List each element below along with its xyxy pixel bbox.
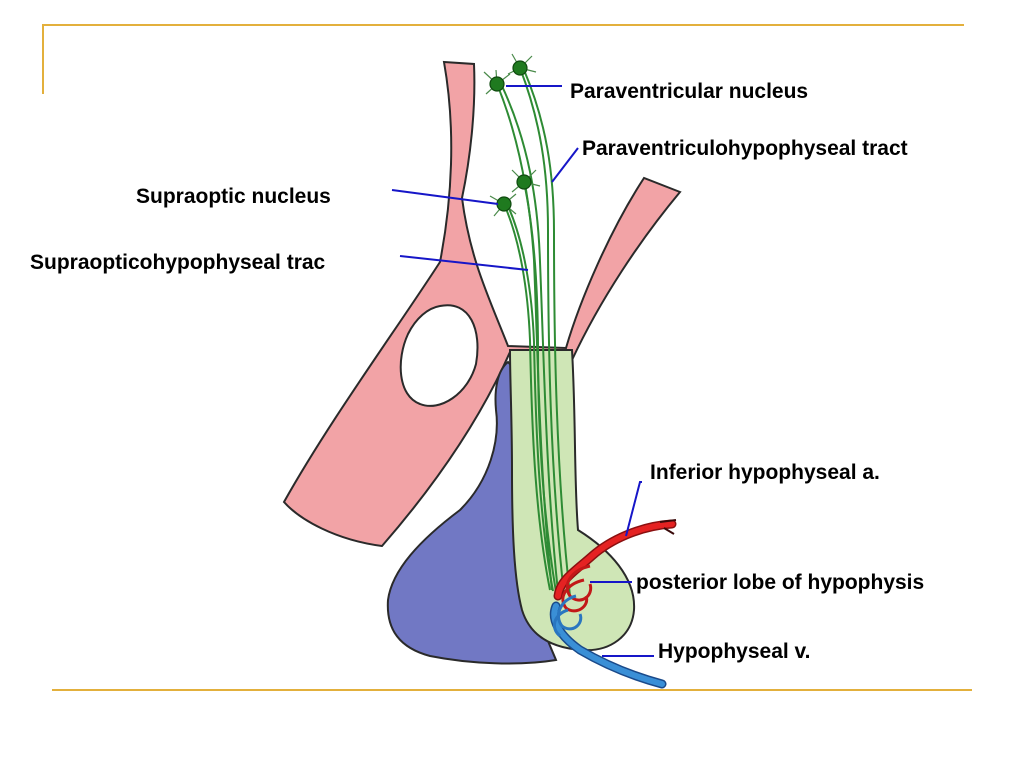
frame-top-rule bbox=[42, 24, 964, 26]
neuron-icon bbox=[511, 169, 541, 193]
label-paraventriculohypophyseal-tract: Paraventriculohypophyseal tract bbox=[582, 137, 908, 160]
hypothalamus-stalk bbox=[282, 60, 682, 548]
paraventricular-neurons bbox=[483, 53, 537, 95]
optic-opening bbox=[399, 304, 479, 407]
nerve-fiber-tracts bbox=[496, 67, 571, 597]
leader-supraoptic bbox=[391, 189, 499, 205]
neuron-icon bbox=[489, 193, 517, 217]
label-paraventricular-nucleus: Paraventricular nucleus bbox=[570, 80, 809, 103]
leader-inferior-artery bbox=[625, 481, 642, 537]
label-posterior-lobe: posterior lobe of hypophysis bbox=[636, 571, 925, 594]
label-supraopticohypophyseal-tract: Supraopticohypophyseal trac bbox=[30, 251, 326, 274]
neuron-icon bbox=[507, 53, 537, 76]
leader-paraventriculohypophyseal bbox=[551, 147, 579, 183]
hypophyseal-vein bbox=[549, 594, 667, 689]
frame-bottom-rule bbox=[52, 689, 972, 691]
supraoptic-neurons bbox=[489, 169, 541, 217]
posterior-lobe bbox=[508, 349, 636, 652]
frame-left-rule bbox=[42, 24, 44, 94]
neuron-icon bbox=[483, 69, 511, 95]
label-supraoptic-nucleus: Supraoptic nucleus bbox=[136, 185, 331, 208]
leader-lines bbox=[391, 85, 654, 657]
leader-supraopticohypophyseal bbox=[399, 255, 529, 271]
label-hypophyseal-vein: Hypophyseal v. bbox=[658, 640, 811, 663]
label-inferior-hypophyseal-artery: Inferior hypophyseal a. bbox=[650, 461, 880, 484]
inferior-hypophyseal-artery bbox=[553, 519, 677, 613]
